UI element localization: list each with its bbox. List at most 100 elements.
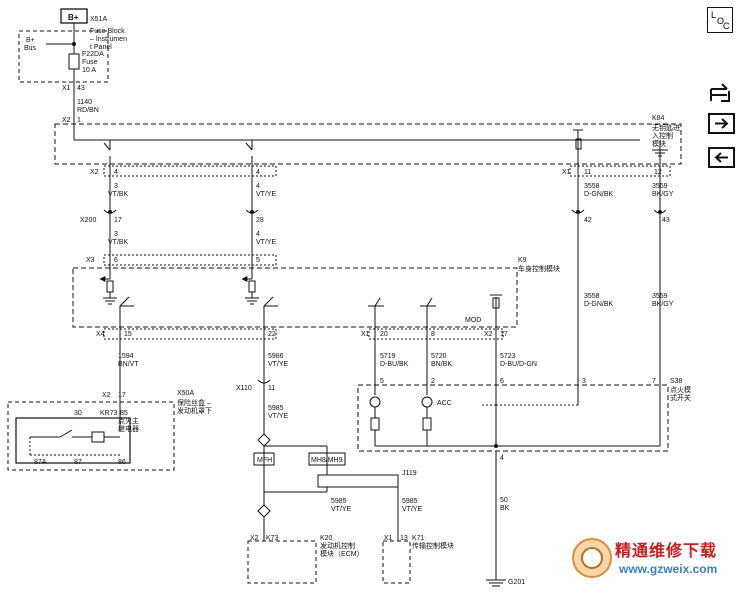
k84-wire2-2: VT/YE [256,191,277,198]
k84-wire2-1: 4 [256,183,260,190]
k20-name-2: 模块（ECM） [320,549,364,558]
fuse-element [68,53,80,70]
power-label: B+ [68,13,79,22]
x200-wire3-2: D-GN/BK [584,301,614,308]
x110-id: X110 [236,385,252,392]
k9-outline [72,267,518,328]
loc-letter-l: L [711,10,717,20]
loc-letter-c: C [723,21,730,31]
k84-right-x1: X1 [562,169,571,176]
k84-right-12: 12 [654,169,662,176]
s38-pin-2: 2 [431,378,435,385]
k84-wire1-2: VT/BK [108,191,129,198]
x200-pin-17: 17 [114,217,122,224]
k84-wire3-1: 3558 [584,183,600,190]
k20-id: K20 [320,535,333,542]
arrow-right-icon [715,118,729,129]
fuse-label-2: Fuse [82,59,98,66]
k9-x1: X1 [361,331,370,338]
s38-wire6-2: BN/BK [431,361,452,368]
lower-left-wire-2: BN/VT [118,361,139,368]
s38-name-2: 式开关 [670,393,691,402]
x110-pin: 11 [268,385,275,392]
back-button[interactable] [708,147,735,168]
fuse-pin-x1: X1 [62,85,71,92]
middle-wire2-1: 5985 [268,405,284,412]
fuse-label-1: F22DA [82,51,104,58]
lower-left-x2: X2 [102,392,111,399]
fuse-block-name-2: – Instrumen [90,36,127,43]
k9-x3-5: 5 [256,257,260,264]
x200-pin-28: 28 [256,217,264,224]
x200-pin-43: 43 [662,217,670,224]
k9-mod: MOD [465,317,481,324]
k84-name-3: 模块 [652,139,666,148]
k20-name-1: 发动机控制 [320,541,355,550]
x200-wire2-2: VT/YE [256,239,277,246]
relay-name-2: 继电器 [118,424,139,433]
k9-x4: X4 [96,331,105,338]
s38-pin-5: 5 [380,378,384,385]
x200-wire3-1: 3558 [584,293,600,300]
k20-k73: K73 [266,535,279,542]
ground-wire-1: 50 [500,497,508,504]
k84-left-x2: X2 [90,169,99,176]
fuse-wire-1: 1140 [77,99,92,106]
watermark-title: 精通维修下载 [615,541,718,560]
k84-name-2: 入控制 [652,131,673,140]
k71-wire-2: VT/YE [402,506,423,513]
arrow-left-icon [714,152,728,163]
k84-left-4a: 4 [114,169,118,176]
k84-wire4-2: BK/GY [652,191,674,198]
k9-x1-8: 8 [431,331,435,338]
x200-wire2-1: 4 [256,231,260,238]
k84-wire1-1: 3 [114,183,118,190]
x200-pin-42: 42 [584,217,592,224]
lower-left-x2-17: 17 [118,392,126,399]
middle-wire-1: 5986 [268,353,284,360]
k9-x4-22: 22 [268,331,276,338]
next-button[interactable] [708,113,735,134]
k84-name-1: 无钥匙进 [652,123,680,132]
k84-x2-pin: X2 [62,117,71,124]
k84-left-4b: 4 [256,169,260,176]
relay-pin-30: 30 [74,410,82,417]
k71-id: K71 [412,535,425,542]
fuse-block-name-1: Fuse Block [90,28,125,35]
bus-label-2: Bus [24,45,37,52]
s38-pin-6: 6 [500,378,504,385]
k9-name: 车身控制模块 [518,264,560,273]
s38-wire7-2: D-BU/D-GN [500,361,537,368]
s38-outline [357,384,669,452]
middle-wire2-2: VT/YE [268,413,289,420]
k9-id: K9 [518,257,527,264]
s38-wire6-1: 5720 [431,353,447,360]
relay-pin-87: 87 [74,459,82,466]
lower-left-wire-1: 1594 [118,353,134,360]
relay-pin-87a: 87A [34,459,47,466]
middle-wire-2: VT/YE [268,361,289,368]
k84-x2-no: 1 [77,117,81,124]
s38-pin-7: 7 [652,378,656,385]
k84-right-11: 11 [584,169,591,176]
mfh-label: MFH [257,457,272,464]
j119-wire-1: 5985 [331,498,347,505]
s38-id: S38 [670,378,683,385]
x50a-name-1: 保险丝盒 – [177,398,211,407]
k9-x1-20: 20 [380,331,388,338]
harness-connector-icon[interactable] [707,77,737,107]
fuse-block-outline [18,30,109,83]
k20-outline [247,540,317,584]
acc-label: ACC [437,400,452,407]
fuse-block-name-3: t Panel [90,44,112,51]
k71-wire-1: 5985 [402,498,418,505]
fuse-block-connector: X51A [90,16,107,23]
x50a-name-2: 发动机罩下 [177,406,212,415]
relay-pin-85: 85 [120,410,128,417]
loc-button[interactable]: L O C [707,7,733,33]
j119-wire-2: VT/YE [331,506,352,513]
k9-x4-15: 15 [124,331,132,338]
connector-glyph [710,83,730,102]
fuse-pin-no: 43 [77,85,85,92]
k9-x2: X2 [484,331,493,338]
